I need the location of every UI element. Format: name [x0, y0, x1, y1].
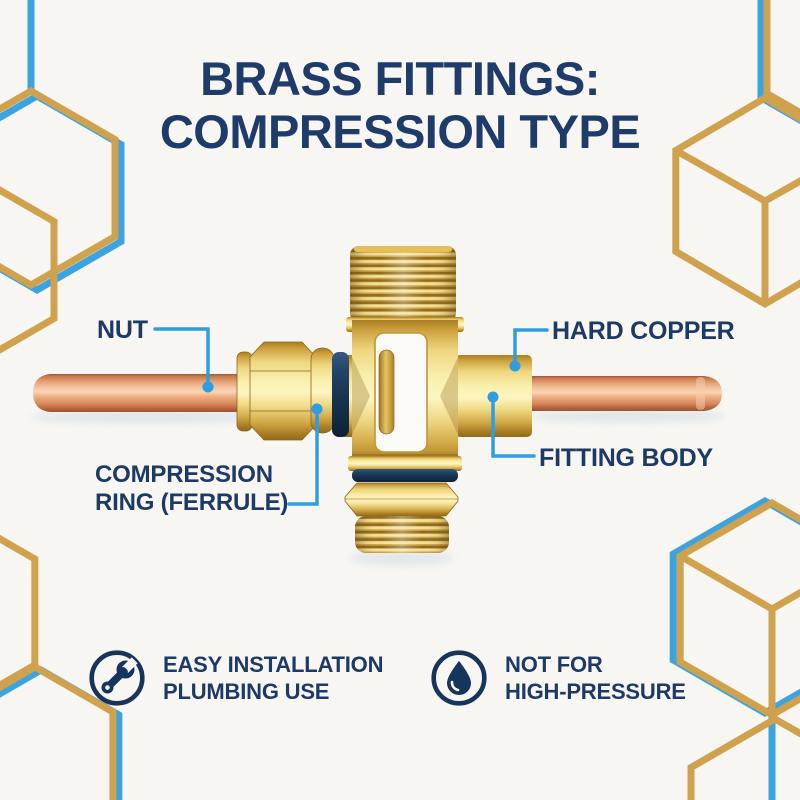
feature-text-line: NOT FOR	[505, 652, 603, 677]
title-line-2: COMPRESSION TYPE	[159, 105, 641, 158]
label-compression-ring-line-1: COMPRESSION	[95, 461, 273, 488]
feature-text-line: PLUMBING USE	[163, 679, 330, 704]
compression-ring-ferrule	[310, 347, 335, 434]
label-hard-copper: HARD COPPER	[552, 317, 735, 345]
feature-not-for-high-pressure-text: NOT FOR HIGH-PRESSURE	[505, 651, 686, 705]
compression-nut	[249, 341, 317, 441]
fitting-body-leader-line	[487, 391, 536, 458]
copper-pipe-left	[33, 374, 253, 412]
feature-not-for-high-pressure: NOT FOR HIGH-PRESSURE	[430, 649, 686, 707]
fitting-body-leader-dot	[487, 391, 499, 403]
hexagon-gold-bottom-right-2	[687, 714, 800, 800]
soft-shadows	[30, 410, 726, 565]
feature-text-line: EASY INSTALLATION	[163, 652, 384, 677]
hexagon-gold-bottom-left-2	[0, 662, 117, 800]
hexagon-cube-bottom-right	[676, 498, 800, 720]
copper-pipe-right	[532, 376, 722, 411]
hexagon-blue-bottom-left	[0, 665, 123, 800]
label-compression-ring-line-2: RING (FERRULE)	[95, 489, 289, 516]
nut-leader-line	[153, 327, 214, 393]
bottom-hex	[344, 482, 459, 517]
compression-ring-leader-dot	[311, 403, 323, 415]
wrench-icon	[89, 650, 145, 706]
label-compression-ring: COMPRESSION RING (FERRULE)	[95, 461, 288, 517]
top-threads	[350, 246, 456, 322]
hexagon-blue-top-left	[0, 91, 125, 295]
hard-copper-leader-line	[509, 328, 549, 372]
feature-easy-installation-text: EASY INSTALLATION PLUMBING USE	[163, 651, 383, 705]
navy-seal-ring	[332, 352, 349, 437]
label-nut: NUT	[97, 316, 148, 344]
feature-text-line: HIGH-PRESSURE	[505, 679, 686, 704]
bottom-o-ring	[352, 469, 458, 482]
hexagon-gold-bottom-left	[0, 534, 39, 690]
page-title: BRASS FITTINGS: COMPRESSION TYPE	[0, 52, 800, 158]
compression-ring-leader-line	[287, 403, 323, 506]
hexagon-gold-top-left-2	[0, 186, 58, 354]
fitting-body-center	[348, 320, 462, 471]
bottom-threads	[355, 516, 449, 553]
hexagon-cube-top-right	[672, 93, 800, 309]
label-fitting-body: FITTING BODY	[539, 444, 713, 472]
nut-leader-dot	[202, 381, 214, 393]
hexagon-blue-top-right	[757, 0, 800, 125]
hard-copper-leader-dot	[509, 360, 521, 372]
feature-easy-installation: EASY INSTALLATION PLUMBING USE	[88, 649, 383, 707]
title-line-1: BRASS FITTINGS:	[200, 52, 600, 105]
hexagon-gold-top-left	[0, 86, 119, 290]
water-drop-icon	[431, 650, 487, 706]
body-window-slot	[378, 349, 395, 435]
